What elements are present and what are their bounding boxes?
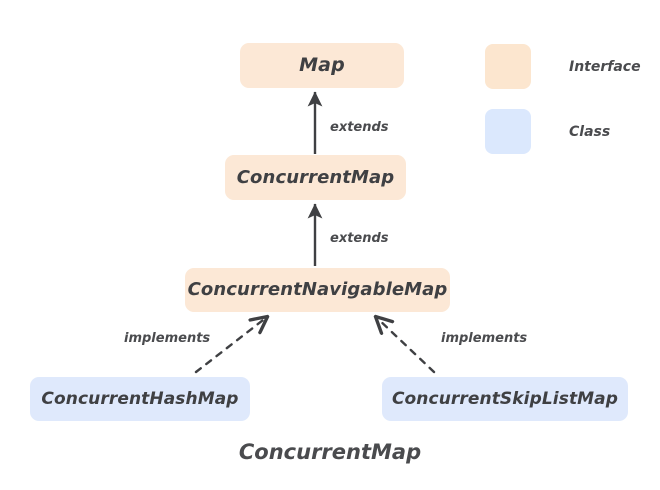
node-concurrentmap[interactable]: ConcurrentMap: [225, 155, 406, 200]
legend-swatch-interface: [485, 44, 531, 89]
node-concurrentnavigablemap[interactable]: ConcurrentNavigableMap: [185, 268, 450, 312]
legend-label-interface: Interface: [569, 58, 641, 75]
diagram-caption: ConcurrentMap: [238, 440, 422, 464]
legend: Interface Class: [485, 44, 650, 156]
edge-label-implements-hashmap-navigablemap: implements: [124, 331, 211, 346]
node-concurrentmap-label: ConcurrentMap: [236, 166, 395, 188]
node-map[interactable]: Map: [240, 43, 404, 88]
edge-label-extends-navigablemap-concurrentmap: extends: [330, 231, 389, 246]
edge-label-extends-concurrentmap-map: extends: [330, 120, 389, 135]
node-concurrentnavigablemap-label: ConcurrentNavigableMap: [187, 279, 448, 300]
legend-item-interface: Interface: [485, 44, 641, 89]
edge-label-implements-skiplistmap-navigablemap: implements: [441, 331, 528, 346]
edge-implements-skiplistmap-navigablemap: [376, 317, 436, 374]
legend-item-class: Class: [485, 109, 610, 154]
legend-swatch-class: [485, 109, 531, 154]
legend-label-class: Class: [569, 123, 611, 140]
node-concurrentskiplistmap-label: ConcurrentSkipListMap: [391, 388, 619, 409]
node-concurrenthashmap[interactable]: ConcurrentHashMap: [30, 377, 250, 421]
node-concurrentskiplistmap[interactable]: ConcurrentSkipListMap: [382, 377, 628, 421]
node-concurrenthashmap-label: ConcurrentHashMap: [41, 388, 239, 409]
node-map-label: Map: [299, 54, 345, 76]
